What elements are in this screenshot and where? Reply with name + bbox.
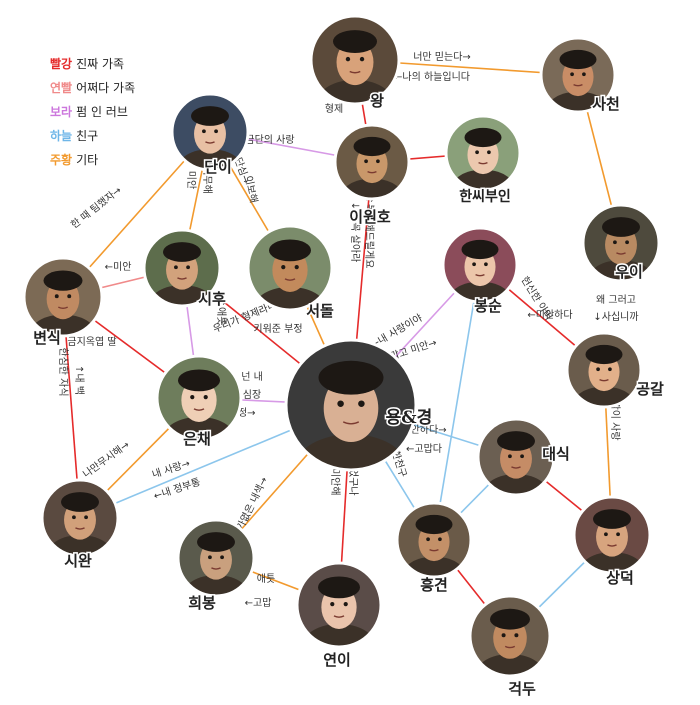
relation-label: 애틋: [257, 573, 275, 585]
portrait-image: [567, 333, 641, 424]
character-wooi: 우이: [583, 205, 659, 298]
character-siwan: 시완: [42, 480, 118, 573]
character-name: 단이: [204, 158, 232, 176]
relation-label: ←고맙다: [406, 443, 442, 455]
character-name: 흥견: [420, 576, 448, 594]
character-name: 왕: [370, 92, 384, 110]
character-heunggyeon: 흥견: [397, 503, 471, 594]
relation-label: ↓사십니까: [593, 311, 638, 323]
relation-label: 한심한 자식: [57, 347, 69, 396]
relation-label: ←미안하다: [527, 308, 572, 321]
character-hanssi: 한씨부인: [446, 116, 520, 207]
character-name: 사천: [592, 95, 620, 113]
portrait-image: [478, 419, 554, 512]
character-name: 시후: [198, 290, 226, 308]
relation-label: ↑내 백: [73, 365, 85, 395]
portrait-image: [583, 205, 659, 298]
character-name: 상덕: [606, 569, 634, 587]
character-name: 걱두: [508, 680, 536, 698]
relation-label: 금지옥엽 딸: [67, 336, 116, 348]
character-geokdu: 걱두: [470, 596, 550, 698]
character-name: 용&경: [386, 408, 433, 428]
portrait-image: [541, 38, 615, 129]
relation-label: ←내 정부통: [152, 476, 202, 502]
character-name: 서돌: [306, 302, 334, 320]
character-eunchae: 은채: [157, 356, 241, 459]
character-name: 공갈: [636, 380, 664, 398]
relation-label: 형제: [325, 103, 343, 115]
character-name: 연이: [323, 651, 351, 669]
relation-label: 키워준 부정: [253, 322, 302, 335]
character-name: 은채: [183, 430, 211, 448]
character-name: 대식: [542, 445, 570, 463]
character-name: 변식: [33, 329, 61, 347]
relation-label: ↑복수해드릴게요: [363, 196, 376, 269]
character-sacheon: 사천: [541, 38, 620, 129]
relation-label: 내 사랑→: [151, 457, 192, 481]
character-name: 우이: [615, 263, 643, 281]
character-sihu: 시후: [144, 230, 226, 323]
character-name: 봉순: [474, 297, 502, 315]
relation-label: 넌 내: [241, 371, 263, 383]
relation-label: 한 때 팀했자→: [68, 183, 124, 231]
relation-label: 왜 그러고: [596, 294, 636, 306]
portrait-image: [144, 230, 220, 323]
character-yongdogyeong: 용&경: [286, 340, 432, 499]
relation-label: ←미안: [105, 261, 132, 273]
character-name: 희봉: [188, 594, 216, 612]
character-sangdeok: 상덕: [574, 497, 650, 590]
edge-bongsun-heunggyeon: [434, 265, 480, 540]
relation-label: 너만 믿는다→: [413, 51, 471, 63]
character-daesik: 대식: [478, 419, 570, 512]
character-name: 시완: [64, 552, 92, 570]
relation-label: ←고맙: [245, 597, 272, 609]
relation-label: 미안: [185, 171, 197, 189]
character-name: 한씨부인: [459, 188, 511, 205]
character-iwonho: 이원호: [335, 125, 409, 226]
relation-label: ←나의 하늘입니다: [394, 70, 470, 83]
character-yeoni: 연이: [297, 563, 381, 669]
character-name: 이원호: [349, 208, 391, 226]
relation-label: 금단의 사랑: [245, 134, 294, 146]
relation-label: 이보해: [242, 174, 260, 204]
character-bongsun: 봉순: [443, 228, 517, 319]
character-heebong: 희봉: [178, 520, 254, 613]
relation-label: 심장: [243, 389, 261, 401]
